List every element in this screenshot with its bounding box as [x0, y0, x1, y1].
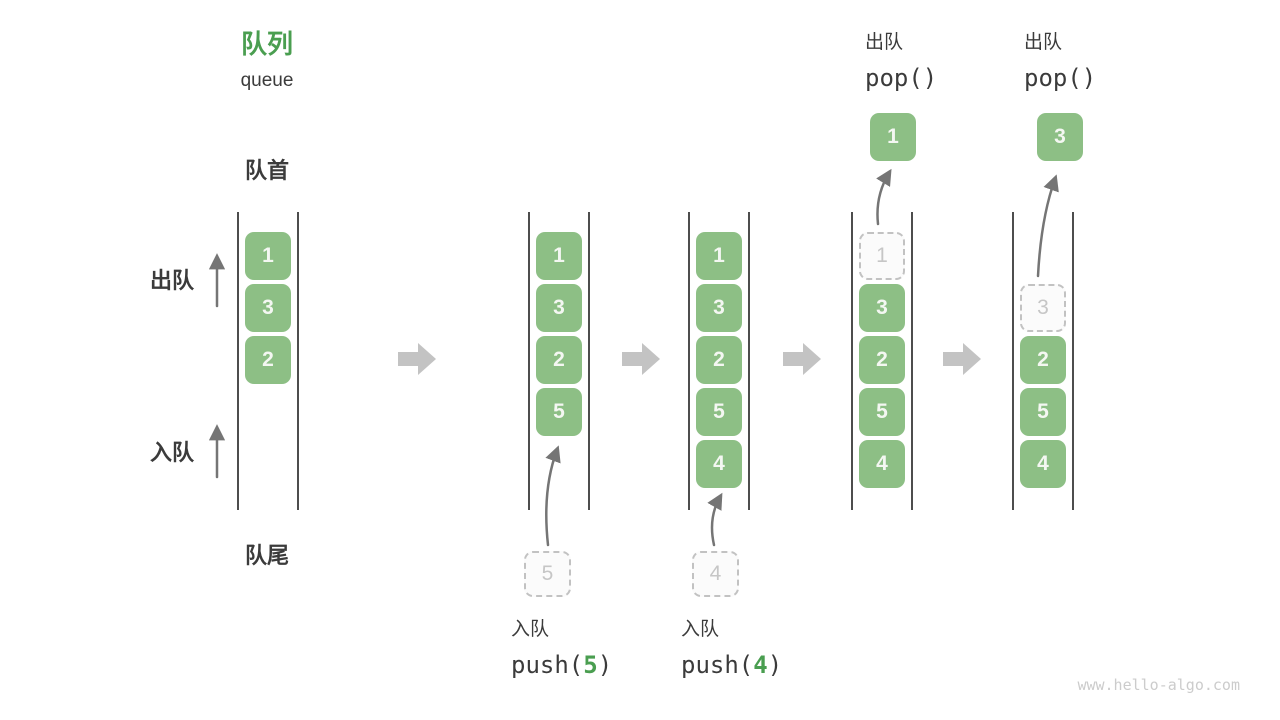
- queue-rail-right: [911, 212, 913, 510]
- push-5-caption: 入队 push(5): [511, 618, 612, 679]
- pop-1-caption-code: pop(): [865, 64, 938, 92]
- code-text: ): [597, 651, 613, 679]
- popped-box-1: 1: [870, 113, 916, 161]
- queue-cell: 2: [1020, 336, 1066, 384]
- queue-cell: 2: [536, 336, 582, 384]
- queue-rail-left: [528, 212, 530, 510]
- queue-cell: 3: [245, 284, 291, 332]
- queue-front-label: 队首: [244, 158, 289, 183]
- title-block: 队列 queue: [212, 28, 322, 92]
- pop-1-caption: 出队 pop(): [865, 31, 937, 92]
- pop-1-caption-zh: 出队: [865, 32, 904, 53]
- queue-rear-label: 队尾: [244, 543, 289, 568]
- step-arrow-1: [398, 343, 436, 375]
- push-4-caption-code: push(4): [681, 651, 782, 679]
- diagram-title-en: queue: [240, 70, 294, 91]
- popped-box-3: 3: [1037, 113, 1083, 161]
- push-4-caption-zh: 入队: [681, 619, 720, 640]
- staging-box-4: 4: [692, 551, 739, 597]
- queue-cell: 5: [859, 388, 905, 436]
- step-arrow-3: [783, 343, 821, 375]
- queue-cell-ghost: 3: [1020, 284, 1066, 332]
- queue-cell: 2: [859, 336, 905, 384]
- code-text: ): [767, 651, 783, 679]
- queue-rail-right: [748, 212, 750, 510]
- code-arg: 5: [583, 651, 598, 679]
- queue-rail-right: [588, 212, 590, 510]
- queue-cell: 5: [696, 388, 742, 436]
- staging-box-5: 5: [524, 551, 571, 597]
- diagram-title-zh: 队列: [240, 29, 293, 59]
- code-arg: 4: [753, 651, 768, 679]
- queue-cell: 5: [536, 388, 582, 436]
- push-5-caption-zh: 入队: [511, 619, 550, 640]
- queue-cell: 4: [859, 440, 905, 488]
- queue-rail-left: [851, 212, 853, 510]
- queue-cell: 3: [696, 284, 742, 332]
- queue-rail-left: [237, 212, 239, 510]
- queue-cell-ghost: 1: [859, 232, 905, 280]
- queue-cell: 3: [536, 284, 582, 332]
- pop-3-caption-zh: 出队: [1024, 32, 1063, 53]
- queue-cell: 1: [536, 232, 582, 280]
- push-4-caption: 入队 push(4): [681, 618, 782, 679]
- push-5-caption-code: push(5): [511, 651, 612, 679]
- queue-cell: 2: [696, 336, 742, 384]
- queue-cell: 5: [1020, 388, 1066, 436]
- queue-cell: 2: [245, 336, 291, 384]
- code-text: push(: [511, 651, 584, 679]
- queue-cell: 4: [1020, 440, 1066, 488]
- dequeue-legend-label: 出队: [150, 268, 195, 293]
- queue-rail-left: [688, 212, 690, 510]
- queue-rail-right: [1072, 212, 1074, 510]
- queue-rail-left: [1012, 212, 1014, 510]
- queue-cell: 4: [696, 440, 742, 488]
- queue-cell: 1: [696, 232, 742, 280]
- site-watermark: www.hello-algo.com: [1077, 676, 1240, 694]
- queue-cell: 3: [859, 284, 905, 332]
- step-arrow-2: [622, 343, 660, 375]
- enqueue-legend-label: 入队: [150, 440, 195, 465]
- queue-rail-right: [297, 212, 299, 510]
- pop-3-caption-code: pop(): [1024, 64, 1097, 92]
- pop-3-caption: 出队 pop(): [1024, 31, 1096, 92]
- step-arrow-4: [943, 343, 981, 375]
- code-text: push(: [681, 651, 754, 679]
- queue-cell: 1: [245, 232, 291, 280]
